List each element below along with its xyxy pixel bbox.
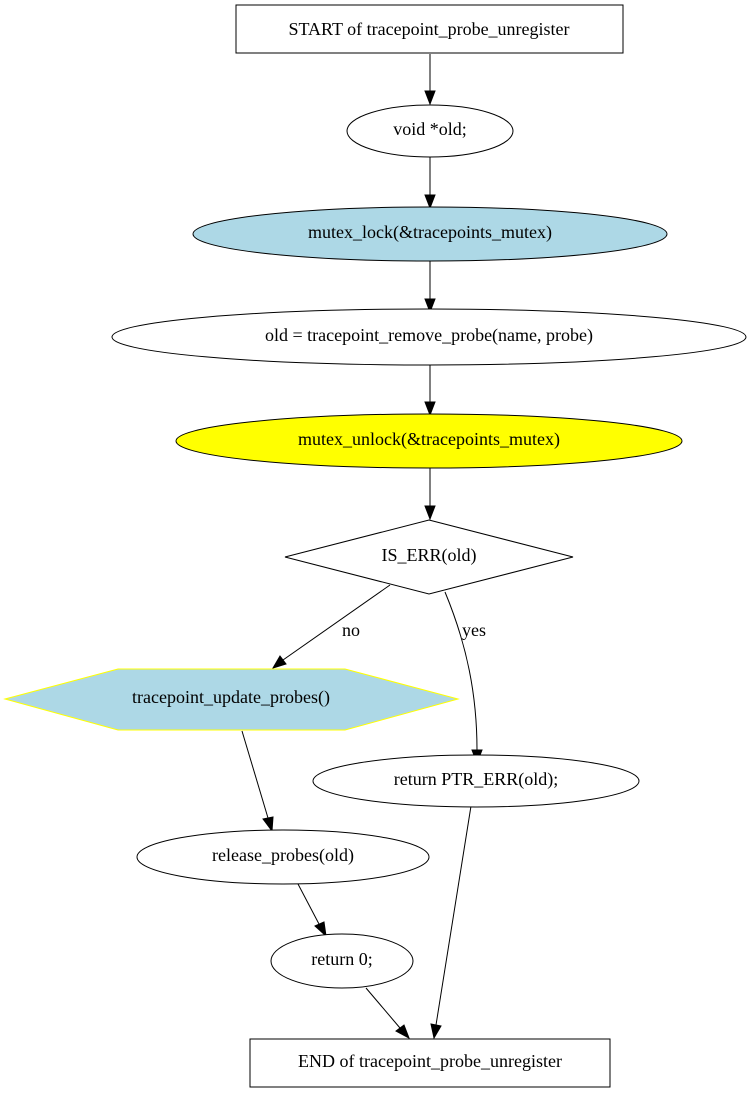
- node-end: END of tracepoint_probe_unregister: [249, 1038, 611, 1088]
- node-is-err: IS_ERR(old): [284, 519, 574, 595]
- start-box: [235, 4, 624, 54]
- edge-is-err-to-update-probes: no: [271, 584, 391, 669]
- return-zero-ellipse: [270, 933, 414, 989]
- edge-release-probes-to-return-zero: [297, 883, 327, 938]
- nodes-group: START of tracepoint_probe_unregister voi…: [3, 4, 747, 1088]
- end-label: END of tracepoint_probe_unregister: [298, 1051, 562, 1071]
- decl-old-ellipse: [346, 104, 514, 158]
- node-return-err: return PTR_ERR(old);: [312, 754, 640, 808]
- start-label: START of tracepoint_probe_unregister: [288, 19, 569, 39]
- return-err-label: return PTR_ERR(old);: [394, 769, 559, 790]
- node-decl-old: void *old;: [346, 104, 514, 158]
- edge-is-err-to-return-err: yes: [444, 591, 486, 765]
- edge-label-yes: yes: [462, 620, 486, 640]
- release-probes-ellipse: [136, 829, 430, 885]
- decl-old-label: void *old;: [393, 119, 467, 139]
- mutex-unlock-ellipse: [175, 413, 683, 469]
- node-update-probes: tracepoint_update_probes(): [3, 668, 460, 731]
- edge-mutex-lock-to-remove-probe: [424, 261, 436, 314]
- edge-return-zero-to-end: [365, 987, 410, 1040]
- remove-probe-label: old = tracepoint_remove_probe(name, prob…: [265, 325, 593, 346]
- edge-start-to-decl-old: [424, 54, 436, 106]
- update-probes-hexagon: [3, 668, 460, 731]
- node-return-zero: return 0;: [270, 933, 414, 989]
- remove-probe-ellipse: [111, 308, 747, 366]
- edge-remove-probe-to-mutex-unlock: [424, 365, 436, 417]
- edge-return-err-to-end: [430, 805, 472, 1040]
- node-mutex-unlock: mutex_unlock(&tracepoints_mutex): [175, 413, 683, 469]
- mutex-unlock-label: mutex_unlock(&tracepoints_mutex): [298, 429, 560, 450]
- edge-update-probes-to-release-probes: [241, 730, 274, 833]
- return-zero-label: return 0;: [311, 949, 372, 969]
- mutex-lock-label: mutex_lock(&tracepoints_mutex): [308, 222, 552, 243]
- return-err-ellipse: [312, 754, 640, 808]
- node-mutex-lock: mutex_lock(&tracepoints_mutex): [192, 206, 668, 262]
- node-start: START of tracepoint_probe_unregister: [235, 4, 624, 54]
- release-probes-label: release_probes(old): [212, 845, 354, 866]
- update-probes-label: tracepoint_update_probes(): [132, 687, 330, 708]
- edge-label-no: no: [342, 620, 360, 640]
- end-box: [249, 1038, 611, 1088]
- is-err-diamond: [284, 519, 574, 595]
- node-release-probes: release_probes(old): [136, 829, 430, 885]
- is-err-label: IS_ERR(old): [381, 545, 476, 566]
- edge-decl-old-to-mutex-lock: [424, 157, 436, 210]
- mutex-lock-ellipse: [192, 206, 668, 262]
- edge-mutex-unlock-to-is-err: [424, 468, 436, 521]
- node-remove-probe: old = tracepoint_remove_probe(name, prob…: [111, 308, 747, 366]
- edges-group: no yes: [241, 54, 486, 1040]
